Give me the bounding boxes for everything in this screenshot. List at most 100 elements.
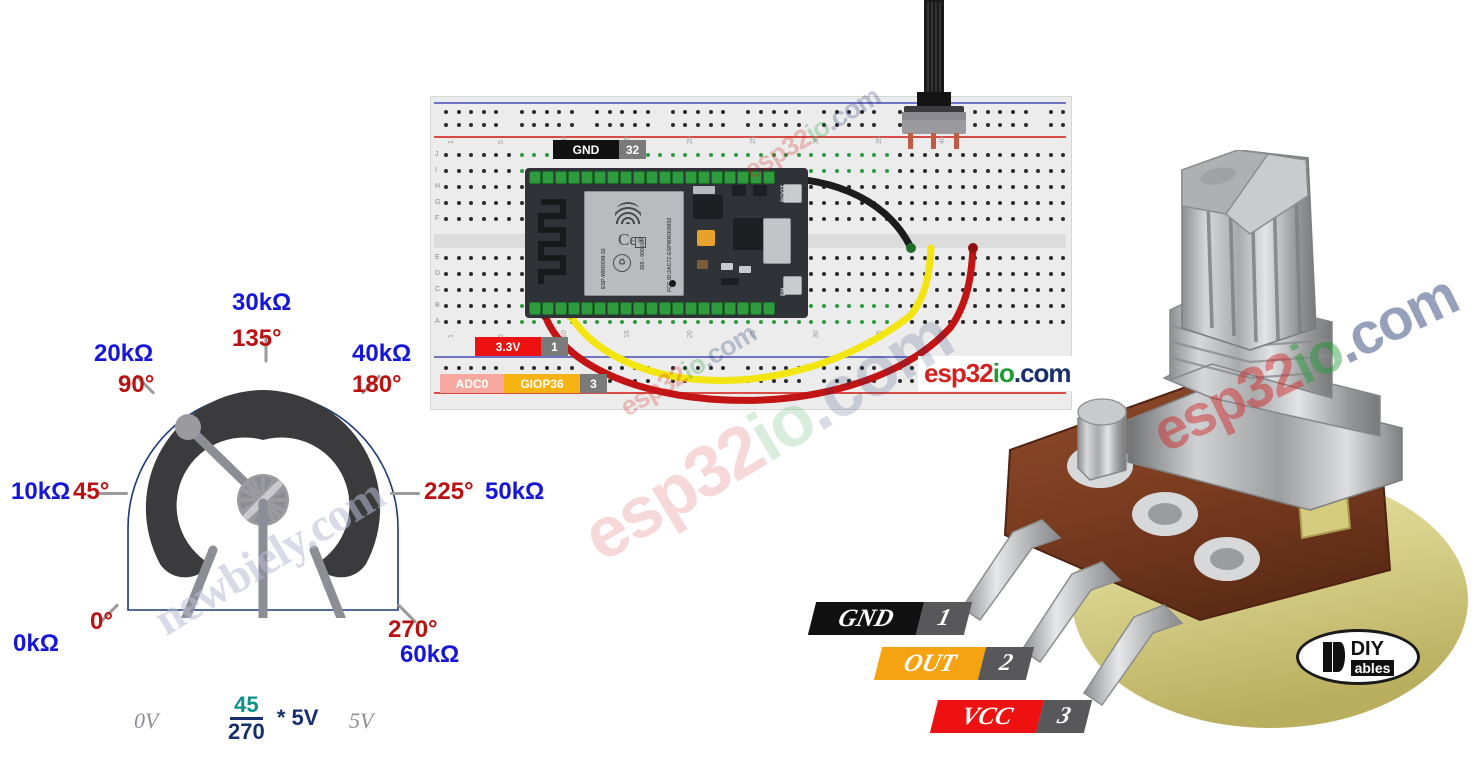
esp32-pin (711, 302, 723, 315)
breadboard-potentiometer[interactable] (896, 0, 972, 150)
esp32-pin (568, 171, 580, 184)
soc-chip (733, 218, 765, 250)
esp32-pin (594, 171, 606, 184)
rail-red-top (434, 136, 1066, 138)
esp32-pin (594, 302, 606, 315)
formula-numerator: 45 (234, 692, 259, 717)
esp32-pin (607, 171, 619, 184)
esp-wroom-32-module: ESP-WROOM-32 205 - 000519 FCC ID:2AC7Z-E… (584, 191, 684, 296)
photo-vcc-num: 3 (1035, 700, 1093, 733)
signal-wire (566, 244, 935, 384)
boot-button-label: BOOT (781, 184, 787, 202)
component-a (693, 186, 715, 194)
rail-blue-top (434, 102, 1066, 104)
photo-gnd-flag: GND 1 (807, 602, 973, 635)
gnd-flag: GND 32 (553, 140, 646, 159)
label-resistance-40k: 40kΩ (352, 340, 412, 367)
en-button-label: EN (781, 287, 787, 296)
esp32-pin (542, 302, 554, 315)
voltage-formula: 45 270 * 5V (228, 692, 319, 745)
label-resistance-30k: 30kΩ (232, 289, 292, 316)
wm-a4: esp32 (568, 408, 777, 577)
potentiometer-photo (960, 150, 1468, 728)
vcc-flag-label: 3.3V (475, 337, 541, 356)
micro-usb-port (763, 218, 791, 264)
esp32-pin (529, 302, 541, 315)
esp32-pin (698, 171, 710, 184)
label-resistance-10k: 10kΩ (11, 478, 71, 505)
esp32-pin (568, 302, 580, 315)
wifi-logo-icon (615, 202, 641, 224)
rail-blue-bot (434, 356, 1066, 358)
esp32-pin (672, 302, 684, 315)
rail-red-bot (434, 392, 1066, 394)
esp32-header-top (529, 171, 804, 184)
component-g (721, 278, 739, 285)
wifi-antenna-trace (538, 199, 566, 284)
potentiometer-pins (960, 519, 1184, 707)
row-label-D: D (435, 270, 441, 277)
capacitor-orange (697, 230, 715, 246)
photo-out-num: 2 (977, 647, 1035, 680)
esp32-pin (685, 171, 697, 184)
esp32-pin (581, 171, 593, 184)
regulator-ic (693, 195, 723, 219)
vcc-flag: 3.3V 1 (475, 337, 568, 356)
component-d (697, 260, 708, 269)
esp32-pin (633, 171, 645, 184)
esp32-pin (620, 302, 632, 315)
esp32-pin (737, 171, 749, 184)
esp32-pin (633, 302, 645, 315)
esp32-pin (646, 302, 658, 315)
photo-gnd-num: 1 (915, 602, 973, 635)
diyables-logo: DIY ables (1296, 629, 1420, 685)
esp32-pin (555, 302, 567, 315)
breadboard-diagram: JIHGFEDCBA115510101515202025253030353540… (430, 0, 1077, 410)
esp32-pin (659, 171, 671, 184)
logo-part-com: .com (1013, 358, 1072, 388)
gnd-flag-pin: 32 (619, 140, 646, 159)
en-button[interactable] (783, 276, 802, 295)
esp32-pin (555, 171, 567, 184)
esp32-pin (646, 171, 658, 184)
label-angle-180: 180° (352, 371, 402, 398)
esp32-pin (737, 302, 749, 315)
label-resistance-0k: 0kΩ (13, 630, 59, 657)
label-angle-0: 0° (90, 608, 113, 635)
formula-suffix: * 5V (276, 704, 319, 730)
esp32-pin (607, 302, 619, 315)
diyables-line1: DIY (1350, 637, 1384, 660)
boot-button[interactable] (783, 184, 802, 203)
component-b (732, 185, 746, 196)
adc-gpio-flag: ADC0 GIOP36 3 (440, 374, 607, 393)
label-angle-225: 225° (424, 478, 474, 505)
r-mark-icon: R (635, 237, 646, 248)
pin-label-0v: 0V (134, 708, 159, 733)
esp32-pin (672, 171, 684, 184)
row-label-I: I (435, 167, 437, 174)
esp32io-logo: esp32io.com (918, 356, 1077, 391)
photo-out-flag: OUT 2 (873, 647, 1035, 680)
tick-45deg (98, 492, 128, 495)
esp32-pin (685, 302, 697, 315)
logo-part-io: io (992, 358, 1015, 388)
row-label-B: B (435, 302, 440, 309)
vcc-flag-pin: 1 (541, 337, 568, 356)
label-angle-135: 135° (232, 325, 282, 352)
module-name-text: ESP-WROOM-32 (601, 248, 607, 289)
esp32-pin (763, 171, 775, 184)
pin-label-5v: 5V (349, 708, 374, 733)
esp32-pin (542, 171, 554, 184)
esp32-pin (724, 171, 736, 184)
row-label-A: A (435, 318, 440, 325)
label-resistance-20k: 20kΩ (94, 340, 154, 367)
esp32-pin (724, 302, 736, 315)
diyables-line2: ables (1350, 659, 1395, 676)
esp32-pin (711, 171, 723, 184)
formula-denominator: 270 (228, 719, 265, 745)
esp32-pin (763, 302, 775, 315)
potentiometer-angle-diagram: 30kΩ 135° 20kΩ 90° 40kΩ 180° 10kΩ 45° 22… (0, 280, 544, 763)
ce-mark-icon: Cϵ (618, 230, 637, 249)
esp32-pin (698, 302, 710, 315)
component-f (739, 266, 751, 273)
